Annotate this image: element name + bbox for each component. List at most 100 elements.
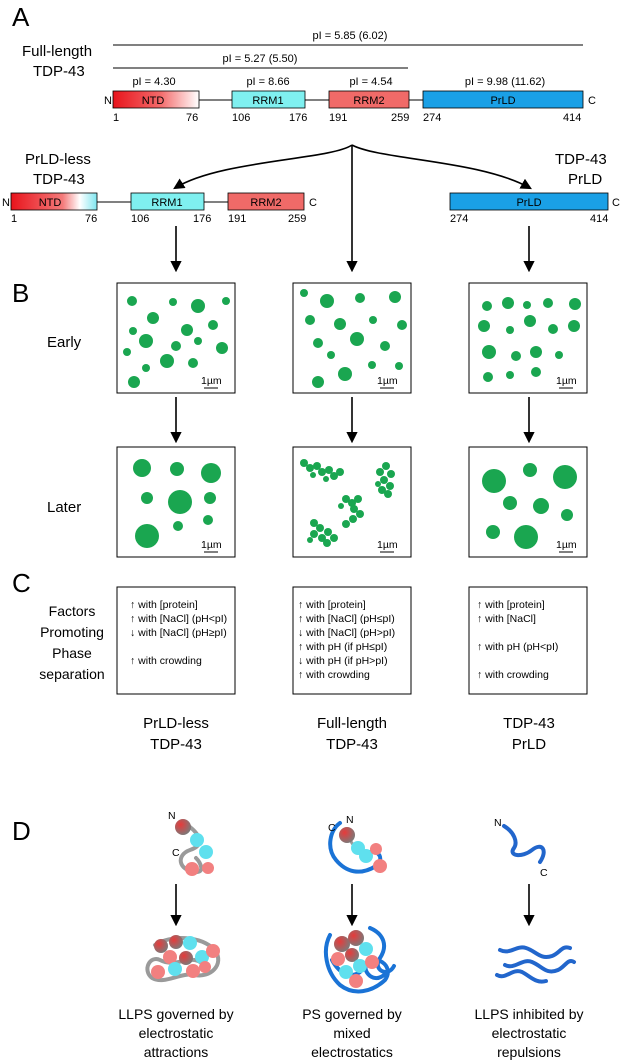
factors-box-prld-less — [116, 586, 236, 695]
stage-later: Later — [47, 499, 81, 516]
arrow-to-prld-only — [351, 144, 532, 190]
cluster-prld-less — [145, 935, 221, 983]
panel-label-d: D — [12, 816, 31, 846]
col-title-prld-less-1: PrLD-less — [143, 715, 209, 732]
full-rrm1-name: RRM1 — [252, 95, 283, 107]
factor-full-4: ↓ with pH (if pH>pI) — [298, 655, 388, 667]
full-prld-start: 274 — [423, 112, 441, 124]
rrm2-pi: pI = 4.54 — [349, 76, 392, 88]
factor-full-3: ↑ with pH (if pH≤pI) — [298, 641, 387, 653]
factor-prld-less-2: ↓ with [NaCl] (pH≥pI) — [130, 627, 227, 639]
prld-only-end: 414 — [590, 213, 608, 225]
factors-label-line2: Promoting — [40, 624, 104, 640]
monomer-full — [328, 821, 387, 874]
full-ntd-start: 1 — [113, 112, 119, 124]
mechanism-full-2: mixed — [333, 1025, 370, 1041]
monomer-prld-less-n: N — [168, 810, 176, 822]
mechanism-full-3: electrostatics — [311, 1044, 393, 1060]
scale-later-prld-less: 1µm — [201, 539, 222, 551]
full-rrm2-start: 191 — [329, 112, 347, 124]
prld-pi: pI = 9.98 (11.62) — [465, 76, 545, 88]
stage-early: Early — [47, 334, 82, 351]
factors-box-prld — [468, 586, 588, 695]
later-droplets-prld-less — [133, 459, 221, 548]
prld-only-start: 274 — [450, 213, 468, 225]
early-droplets-prld-less — [123, 296, 230, 388]
ntd-pi: pI = 4.30 — [132, 76, 175, 88]
prld-less-ntd-name: NTD — [39, 197, 62, 209]
full-n-term: N — [104, 95, 112, 107]
col-title-full-1: Full-length — [317, 715, 387, 732]
prld-less-c-term: C — [309, 197, 317, 209]
prld-less-ntd-box — [10, 192, 98, 211]
prld-less-rrm2-box — [227, 192, 305, 211]
full-ntd-name: NTD — [142, 95, 165, 107]
full-length-label-line2: TDP-43 — [33, 63, 85, 80]
prld-less-rrm2-end: 259 — [288, 213, 306, 225]
prld-only-label-line2: PrLD — [568, 171, 602, 188]
prld-less-rrm1-end: 176 — [193, 213, 211, 225]
full-rrm1-end: 176 — [289, 112, 307, 124]
prld-less-rrm1-box — [130, 192, 205, 211]
scale-later-prld: 1µm — [556, 539, 577, 551]
full-prld-name: PrLD — [490, 95, 515, 107]
factors-label-line1: Factors — [49, 603, 96, 619]
monomer-full-n: N — [346, 814, 354, 826]
scale-early-prld: 1µm — [556, 375, 577, 387]
prld-only-box — [449, 192, 609, 211]
factor-prld-3: ↑ with pH (pH<pI) — [477, 641, 558, 653]
full-rrm2-end: 259 — [391, 112, 409, 124]
scale-later-full: 1µm — [377, 539, 398, 551]
factors-label-line3: Phase — [52, 645, 92, 661]
scale-early-full: 1µm — [377, 375, 398, 387]
full-prld-box — [422, 90, 584, 109]
panel-label-c: C — [12, 568, 31, 598]
later-droplets-prld — [482, 463, 577, 549]
scale-early-prld-less: 1µm — [201, 375, 222, 387]
arrow-to-prld-less — [173, 144, 353, 190]
monomer-full-c: C — [328, 822, 336, 834]
full-rrm1-box — [231, 90, 306, 109]
prld-less-rrm2-start: 191 — [228, 213, 246, 225]
later-aggregates-full — [300, 459, 395, 547]
factors-label-line4: separation — [39, 666, 104, 682]
full-length-label-line1: Full-length — [22, 43, 92, 60]
pi-n-rrm2-label: pI = 5.27 (5.50) — [223, 53, 298, 65]
early-droplets-prld — [478, 297, 581, 382]
mechanism-prld-less-2: electrostatic — [139, 1025, 214, 1041]
col-title-prld-1: TDP-43 — [503, 715, 555, 732]
factor-prld-5: ↑ with crowding — [477, 669, 549, 681]
panel-label-b: B — [12, 278, 29, 308]
factor-prld-less-1: ↑ with [NaCl] (pH<pI) — [130, 613, 227, 625]
prld-less-rrm2-name: RRM2 — [250, 197, 281, 209]
monomer-prld-c: C — [540, 867, 548, 879]
prld-only-label-line1: TDP-43 — [555, 151, 607, 168]
mechanism-prld-less-1: LLPS governed by — [118, 1006, 233, 1022]
factor-full-1: ↑ with [NaCl] (pH≤pI) — [298, 613, 395, 625]
prld-less-rrm1-name: RRM1 — [151, 197, 182, 209]
pi-total-label: pI = 5.85 (6.02) — [313, 30, 388, 42]
panel-label-a: A — [12, 2, 30, 32]
factor-prld-less-4: ↑ with crowding — [130, 655, 202, 667]
early-droplets-full — [300, 289, 407, 388]
col-title-full-2: TDP-43 — [326, 736, 378, 753]
mechanism-prld-less-3: attractions — [144, 1044, 209, 1060]
prld-less-ntd-start: 1 — [11, 213, 17, 225]
mechanism-prld-1: LLPS inhibited by — [475, 1006, 584, 1022]
cluster-prld — [495, 945, 576, 984]
prld-less-ntd-end: 76 — [85, 213, 97, 225]
full-rrm2-name: RRM2 — [353, 95, 384, 107]
full-ntd-box — [112, 90, 200, 109]
monomer-prld-n: N — [494, 817, 502, 829]
full-prld-end: 414 — [563, 112, 581, 124]
factors-box-full — [292, 586, 412, 695]
monomer-prld-less-c: C — [172, 847, 180, 859]
monomer-prld-less — [175, 819, 214, 876]
full-c-term: C — [588, 95, 596, 107]
full-rrm2-box — [328, 90, 410, 109]
prld-only-c-term: C — [612, 197, 620, 209]
factor-prld-1: ↑ with [NaCl] — [477, 613, 536, 625]
mechanism-prld-2: electrostatic — [492, 1025, 567, 1041]
col-title-prld-2: PrLD — [512, 736, 546, 753]
cluster-full — [323, 926, 396, 994]
